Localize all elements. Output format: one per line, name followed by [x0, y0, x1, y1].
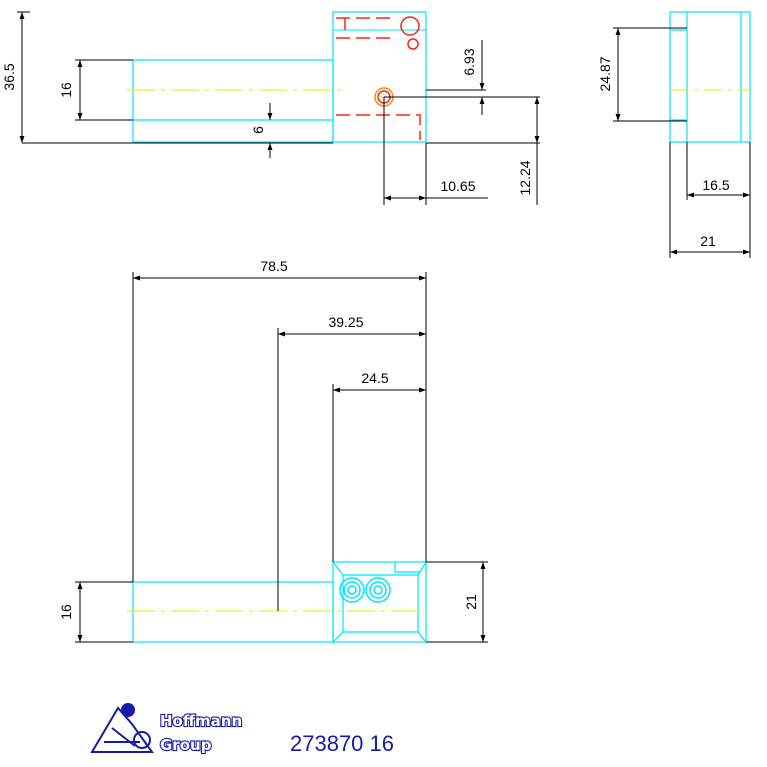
front-view-screws: [339, 577, 391, 603]
dim-front-body-height: 16: [58, 604, 74, 620]
dim-hole-offset-y: 6.93: [461, 48, 477, 75]
front-view-screw-1: [339, 577, 365, 603]
dim-top-offset: 6: [250, 126, 266, 134]
front-view-screw-2: [365, 577, 391, 603]
top-view-head-outline: [332, 11, 427, 143]
front-view: 78.5 39.25 24.5 16 21: [58, 258, 488, 643]
logo-line-1: Hoffmann: [160, 712, 242, 730]
logo-line-2: Group: [160, 736, 212, 754]
dim-front-half-length: 39.25: [328, 314, 363, 330]
top-view-hidden-lines: [336, 17, 421, 140]
front-view-body-outline: [132, 581, 334, 643]
hoffmann-group-logo-icon: [90, 703, 154, 753]
dim-front-total-length: 78.5: [260, 258, 287, 274]
hoffmann-group-logo: Hoffmann Group: [90, 703, 243, 755]
top-view-body-outline: [132, 59, 334, 143]
dim-hole-height: 12.24: [517, 160, 533, 195]
side-view: 24.87 16.5 21: [597, 11, 751, 258]
dim-top-total-height: 36.5: [1, 63, 17, 90]
dim-front-head-height: 21: [463, 594, 479, 610]
dim-side-inner-width: 16.5: [702, 177, 729, 193]
part-number: 273870 16: [290, 731, 394, 756]
side-view-outline: [669, 11, 751, 143]
front-view-head-outline: [332, 561, 427, 643]
dim-hole-offset-x: 10.65: [440, 178, 475, 194]
dim-side-height: 24.87: [597, 56, 613, 91]
top-view: 36.5 16 6 6.93 12.24 10.65: [1, 11, 540, 205]
dim-front-head-length: 24.5: [361, 370, 388, 386]
dim-side-width: 21: [700, 233, 716, 249]
dim-top-body-height: 16: [58, 82, 74, 98]
